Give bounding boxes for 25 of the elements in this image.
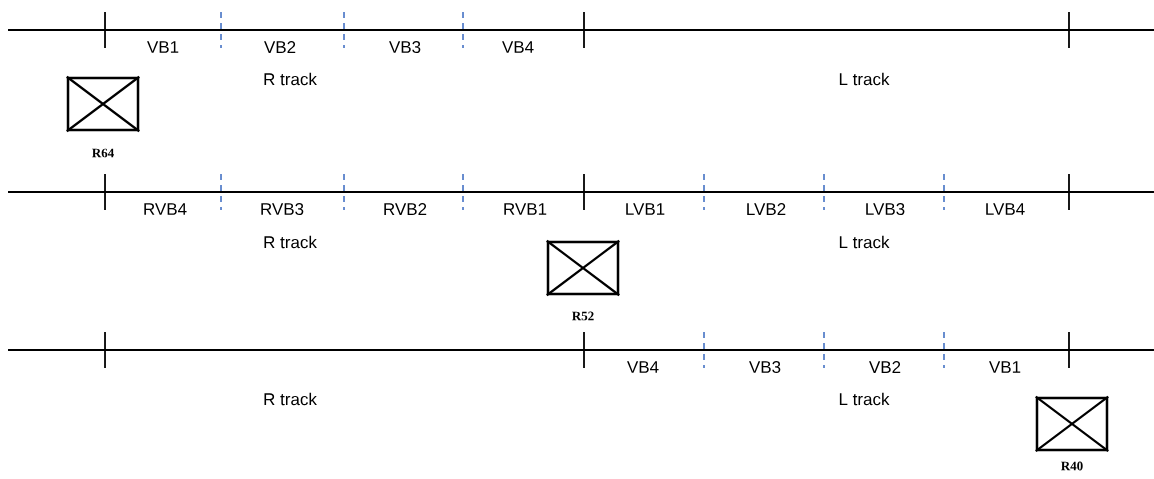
track-label: VB4 <box>502 41 534 53</box>
track-label: LVB2 <box>747 203 786 215</box>
box-label: R40 <box>1061 461 1083 471</box>
track-label: RVB1 <box>504 203 547 215</box>
track-label: R track <box>264 72 317 86</box>
track-label: VB4 <box>627 361 659 373</box>
track-label: VB3 <box>389 41 421 53</box>
track-label: RVB3 <box>261 203 304 215</box>
track-label: R track <box>264 235 317 249</box>
track-label: L track <box>839 235 890 249</box>
track-label: RVB2 <box>384 203 427 215</box>
track-label: VB1 <box>147 41 179 53</box>
box-label: R64 <box>92 148 114 158</box>
box-label: R52 <box>572 311 594 321</box>
track-label: VB3 <box>749 360 781 373</box>
track-label: LVB1 <box>626 203 665 215</box>
track-label: LVB3 <box>866 203 905 215</box>
track-label: RVB4 <box>144 203 187 215</box>
track-label: VB2 <box>264 41 296 53</box>
track-label: L track <box>839 392 890 406</box>
track-label: VB1 <box>989 361 1021 373</box>
track-label: LVB4 <box>986 203 1025 215</box>
track-label: L track <box>839 72 890 86</box>
track-label: VB2 <box>869 361 901 373</box>
track-label: R track <box>264 392 317 406</box>
